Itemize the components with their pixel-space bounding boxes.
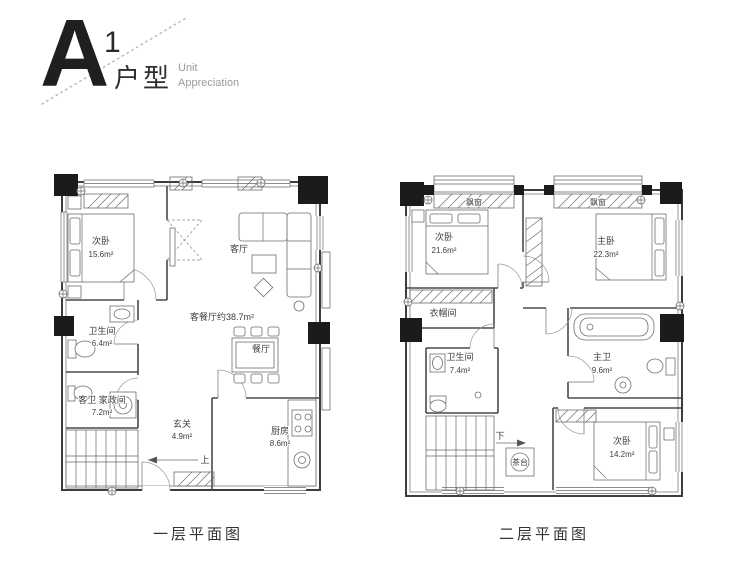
bay-window-label-2: 飘窗 xyxy=(590,197,606,207)
room-area-guest-bath: 7.2m² xyxy=(92,408,113,417)
floor1-balconies xyxy=(321,251,331,411)
floor2-doors xyxy=(469,255,595,435)
wardrobe xyxy=(83,193,129,209)
bathroom2-toilet xyxy=(429,391,482,413)
unit-type-label: 户型 xyxy=(114,63,173,93)
structural-columns xyxy=(400,182,684,342)
floor1-windows xyxy=(58,178,325,495)
floor1-room-labels: 次卧 15.6m² 客厅 客餐厅约38.7m² 卫生间 6.4m² 客卫 家政间… xyxy=(77,234,291,466)
room-label-bath: 卫生间 xyxy=(88,325,115,336)
floor1-plan: 次卧 15.6m² 客厅 客餐厅约38.7m² 卫生间 6.4m² 客卫 家政间… xyxy=(52,160,344,544)
tea-table-label: 茶台 xyxy=(512,457,528,467)
unit-subtitle-line2: Appreciation xyxy=(178,76,240,89)
floor2-windows xyxy=(403,216,685,495)
room-area-kitchen: 8.6m² xyxy=(270,439,291,448)
room-label-guest-bath: 客卫 家政间 xyxy=(78,394,126,405)
room-label-living-dining: 客餐厅约38.7m² xyxy=(190,311,254,322)
toilet xyxy=(67,339,96,359)
unit-subtitle-line1: Unit xyxy=(178,62,198,74)
stairs-down xyxy=(425,415,526,491)
shoe-cabinet xyxy=(173,471,215,487)
room-area-foyer: 4.9m² xyxy=(172,432,193,441)
unit-number: 1 xyxy=(104,26,121,59)
dining-table xyxy=(231,326,280,384)
stairs xyxy=(65,429,198,489)
bathtub xyxy=(573,313,655,341)
room-label-master: 主卧 xyxy=(597,235,615,246)
tea-table xyxy=(505,447,535,477)
room-area-master-bath: 9.6m² xyxy=(592,366,613,375)
room-label-master-bath: 主卫 xyxy=(593,351,611,362)
master-wardrobe xyxy=(525,217,543,287)
bedroom3-wardrobe xyxy=(555,409,597,423)
room-area-master: 22.3m² xyxy=(594,250,619,259)
closet-wardrobe xyxy=(409,289,493,304)
bathroom2-sink xyxy=(429,353,446,373)
washing-machine xyxy=(109,391,137,419)
floor2-plan: 飘窗 飘窗 次卧 21.6m² 主卧 22.3m² 衣帽间 卫生间 7.4m² … xyxy=(398,160,690,544)
room-label-bath: 卫生间 xyxy=(446,351,473,362)
guest-toilet xyxy=(67,385,93,402)
unit-header: A 1 户型 Unit Appreciation xyxy=(40,6,320,110)
room-label-dining: 餐厅 xyxy=(252,343,270,354)
tv-cabinet xyxy=(169,227,176,267)
room-label-bedroom2: 次卧 xyxy=(92,235,110,246)
floor2-plan-drawing: 飘窗 飘窗 次卧 21.6m² 主卧 22.3m² 衣帽间 卫生间 7.4m² … xyxy=(400,175,685,497)
bed-secondary xyxy=(411,209,489,275)
room-area-bedroom2: 21.6m² xyxy=(432,246,457,255)
kitchen-counter xyxy=(287,399,317,487)
sofa xyxy=(238,212,312,312)
floor1-doors xyxy=(113,267,247,491)
room-area-bath: 6.4m² xyxy=(92,339,113,348)
room-area-bath: 7.4m² xyxy=(450,366,471,375)
floor2-room-labels: 飘窗 飘窗 次卧 21.6m² 主卧 22.3m² 衣帽间 卫生间 7.4m² … xyxy=(428,196,635,468)
bed xyxy=(67,195,135,299)
unit-subtitle: Unit Appreciation xyxy=(178,61,239,91)
bathroom-sink xyxy=(109,305,135,323)
master-sink xyxy=(614,376,632,394)
bed-master xyxy=(595,213,667,281)
room-label-living: 客厅 xyxy=(230,243,248,254)
room-area-bedroom2: 15.6m² xyxy=(89,250,114,259)
room-label-kitchen: 厨房 xyxy=(271,425,289,436)
floor2-interior-walls xyxy=(406,194,682,490)
bed-secondary2 xyxy=(593,421,675,481)
sliding-partition xyxy=(166,219,203,261)
floor1-caption: 一层平面图 xyxy=(152,526,243,543)
room-label-closet: 衣帽间 xyxy=(429,307,456,318)
room-label-foyer: 玄关 xyxy=(173,418,191,429)
unit-letter: A xyxy=(40,0,109,107)
bay-windows xyxy=(433,175,643,209)
floor2-caption: 二层平面图 xyxy=(498,526,589,543)
room-area-bedroom3: 14.2m² xyxy=(610,450,635,459)
master-toilet xyxy=(646,357,676,376)
floor1-interior-walls xyxy=(66,186,320,495)
room-label-bedroom3: 次卧 xyxy=(613,435,631,446)
floor1-plan-drawing: 次卧 15.6m² 客厅 客餐厅约38.7m² 卫生间 6.4m² 客卫 家政间… xyxy=(54,174,331,496)
room-label-bedroom2: 次卧 xyxy=(435,231,453,242)
stairs-direction-down: 下 xyxy=(495,431,504,441)
structural-columns xyxy=(54,174,330,344)
bay-window-label-1: 飘窗 xyxy=(466,197,482,207)
stairs-direction-up: 上 xyxy=(200,455,209,465)
